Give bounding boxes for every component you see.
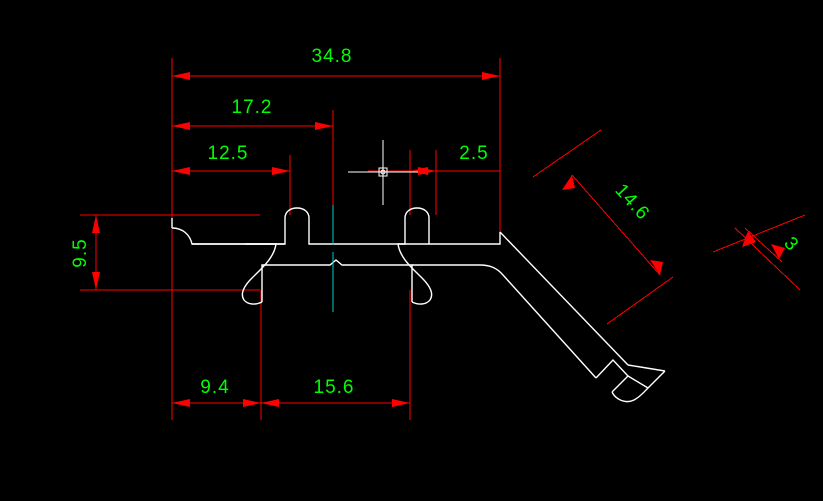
dim-line-14-6 [571, 174, 661, 276]
dim-arrow-right-15-6 [392, 399, 410, 407]
dim-arrow-left-15-6 [261, 399, 279, 407]
dim-label-15-6: 15.6 [314, 377, 355, 398]
dimension-height-9-5[interactable] [80, 214, 260, 291]
dimension-width-15-6[interactable] [261, 290, 411, 420]
cursor-pickbox [378, 167, 388, 177]
profile-lower-face [412, 264, 597, 379]
crosshair-cursor[interactable] [348, 140, 418, 205]
dimension-width-17-2[interactable] [172, 110, 334, 215]
dim-arrow-top-9-5 [92, 215, 100, 233]
dim-line-3 [744, 227, 783, 263]
dim-label-9-4: 9.4 [200, 377, 229, 398]
dim-label-overall-width: 34.8 [312, 46, 353, 67]
part-geometry [171, 207, 666, 403]
dim-label-17-2: 17.2 [232, 97, 273, 118]
profile-center-web-bottom [261, 259, 413, 302]
dim-arrow-right-34-8 [482, 72, 500, 80]
profile-diagonal-outer [499, 231, 629, 366]
dim-label-9-5: 9.5 [70, 238, 91, 267]
dim-label-14-6: 14.6 [611, 180, 654, 225]
dim-arrow-left-12-5 [172, 167, 190, 175]
dimension-width-2-5[interactable] [368, 150, 500, 215]
dim-arrow-bottom-9-5 [92, 272, 100, 290]
dimension-diagonal-14-6[interactable] [532, 129, 674, 325]
ext-line-upper-14-6 [532, 129, 602, 178]
dim-arrow-right-12-5 [272, 167, 290, 175]
dim-arrow-left-17-2 [172, 122, 190, 130]
dim-arrow-lower-3 [771, 244, 785, 259]
dim-arrow-right-2-5 [418, 167, 436, 175]
dimension-overall-width[interactable] [171, 58, 501, 420]
profile-upper-contour [171, 207, 501, 245]
dim-arrow-lower-14-6 [650, 260, 663, 275]
dim-arrow-upper-14-6 [562, 175, 575, 190]
dim-label-12-5: 12.5 [208, 143, 249, 164]
ext-line-lower-3 [712, 214, 806, 253]
dimension-width-9-4[interactable] [172, 290, 262, 420]
dim-label-3: 3 [779, 233, 802, 256]
dim-arrow-left-9-4 [172, 399, 190, 407]
dimension-thickness-3[interactable] [712, 214, 806, 291]
dimension-labels: 34.8 17.2 12.5 2.5 9.5 9.4 15.6 14.6 3 [70, 46, 803, 398]
profile-diagonal-inner [627, 375, 649, 389]
profile-left-flange-hook [241, 243, 277, 305]
profile-diagonal-tip [611, 370, 666, 403]
cursor-center-dot [380, 169, 386, 175]
dim-arrow-left-34-8 [172, 72, 190, 80]
profile-diagonal-step-notch [595, 358, 629, 393]
dim-arrow-right-9-4 [243, 399, 261, 407]
dimension-width-12-5[interactable] [172, 155, 291, 215]
ext-line-lower-14-6 [606, 276, 674, 325]
profile-diagonal-tip-outer [627, 364, 666, 372]
dim-arrow-upper-3 [742, 231, 756, 247]
dim-arrow-right-17-2 [315, 122, 333, 130]
profile-right-flange-hook [397, 243, 433, 305]
dim-label-2-5: 2.5 [459, 143, 488, 164]
